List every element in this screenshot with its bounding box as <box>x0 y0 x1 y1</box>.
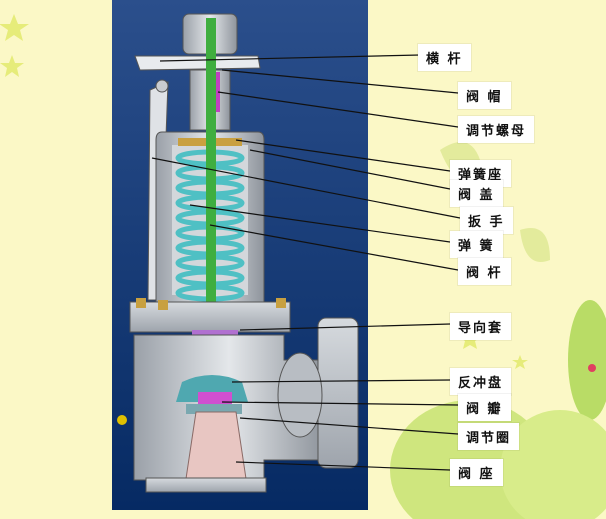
label-disc: 阀 瓣 <box>458 394 511 421</box>
adjusting-ring <box>186 404 242 414</box>
stem <box>206 18 216 388</box>
label-recoil-plate: 反冲盘 <box>450 368 512 395</box>
label-seat: 阀 座 <box>450 459 503 486</box>
label-bonnet: 阀 盖 <box>450 180 503 207</box>
label-valve-cap: 阀 帽 <box>458 82 511 109</box>
label-wrench: 扳 手 <box>460 207 513 234</box>
label-adjusting-ring: 调节圈 <box>458 423 520 450</box>
lever <box>134 55 261 71</box>
label-lever: 横 杆 <box>418 44 471 71</box>
label-stem: 阀 杆 <box>458 258 511 285</box>
label-spring: 弹 簧 <box>450 231 503 258</box>
label-adjusting-nut: 调节螺母 <box>458 116 535 143</box>
label-guide-sleeve: 导向套 <box>450 313 512 340</box>
safety-valve-illustration <box>117 13 359 493</box>
leader-lines <box>151 54 461 471</box>
